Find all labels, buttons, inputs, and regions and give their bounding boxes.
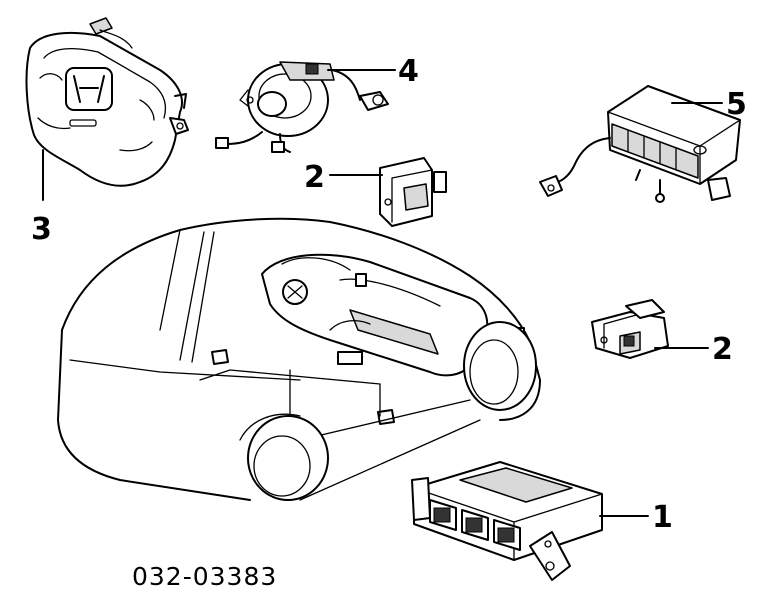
callout-label-2b: 2	[712, 332, 733, 367]
callout-label-4: 4	[398, 54, 419, 89]
steering-airbag-module	[25, 17, 189, 187]
callout-label-5: 5	[726, 87, 747, 122]
callout-label-1: 1	[652, 500, 673, 535]
clock-spring-assembly	[215, 61, 389, 153]
impact-sensor-right	[591, 299, 669, 359]
passenger-airbag-module	[539, 85, 741, 203]
srs-control-unit	[411, 461, 603, 581]
vehicle-cutaway-outline	[57, 217, 541, 501]
impact-sensor-upper	[379, 157, 447, 227]
callout-label-3: 3	[31, 212, 52, 247]
callout-label-2a: 2	[304, 160, 325, 195]
diagram-part-number: 032-03383	[132, 562, 277, 591]
